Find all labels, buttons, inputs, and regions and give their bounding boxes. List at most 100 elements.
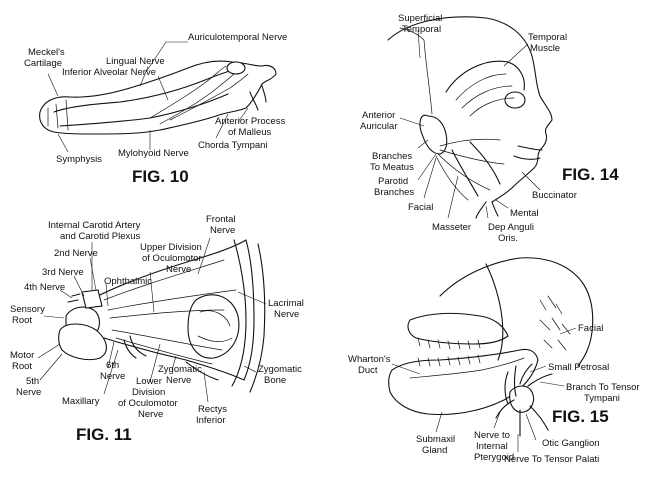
fig11-leader-maxillary [103, 349, 119, 395]
fig14-label-parotid-1: Parotid [378, 176, 408, 187]
fig11-label-zygomatic-bone-2: Bone [264, 375, 286, 386]
fig15-leader-small-petrosal [529, 365, 547, 373]
fig14-leader-parotid [417, 153, 437, 181]
fig14-superficial-temporal-nerve [399, 27, 433, 115]
fig10-leader-meckels [47, 73, 59, 97]
fig11-label-lower-oculomotor-2: Division [132, 387, 165, 398]
fig14-leader-buccinator [521, 171, 541, 191]
fig14-leader-dep-anguli [485, 205, 489, 219]
fig11-leader-zygomatic-bone [243, 365, 257, 373]
fig10-label-lingual: Lingual Nerve [106, 56, 165, 67]
fig10-label-anterior-process-1: Anterior Process [215, 116, 285, 127]
fig14-label-buccinator: Buccinator [532, 190, 577, 201]
fig10-label-anterior-process-2: of Malleus [228, 127, 272, 138]
fig11-lacrimal-nerve [107, 289, 237, 311]
fig14-label-superficial-1: Superficial [398, 13, 442, 24]
fig15-label-facial: Facial [578, 323, 603, 334]
fig11-label-maxillary: Maxillary [62, 396, 100, 407]
fig15-label-branch-tensor-1: Branch To Tensor [566, 382, 640, 393]
fig15-leader-whartons [391, 363, 421, 375]
fig15-otic-ganglion [509, 385, 535, 413]
fig11-label-rectus-1: Rectys [198, 404, 227, 415]
fig11-leader-2nd [89, 257, 97, 291]
fig14-label-anterior-auricular-2: Auricular [360, 121, 398, 132]
fig14-leader-masseter [447, 175, 459, 219]
fig15-pterygoid-process [504, 365, 517, 405]
fig11-caption: FIG. 11 [76, 425, 132, 444]
fig11-labels: Internal Carotid Artery and Carotid Plex… [10, 214, 304, 444]
fig11-label-6th-2: Nerve [100, 371, 125, 382]
fig11-label-zygomatic-bone-1: Zygomatic [258, 364, 302, 375]
fig15-drawing [388, 257, 594, 452]
fig14-leader-mental [495, 199, 509, 209]
fig14-temporal-muscle [445, 60, 525, 93]
fig11-leader-ophthalmic [105, 283, 109, 307]
fig10-lingual-nerve [149, 65, 227, 119]
fig11-label-5th-1: 5th [26, 376, 39, 387]
fig11-label-6th-1: 6th [106, 360, 119, 371]
fig15-label-nerve-pterygoid-1: Nerve to [474, 430, 510, 441]
fig10-caption: FIG. 10 [132, 167, 189, 186]
fig10-condyle [226, 61, 246, 75]
fig14-label-branches-meatus-2: To Meatus [370, 162, 414, 173]
fig15-label-tensor-palati: Nerve To Tensor Palati [504, 454, 599, 465]
fig11-leader-5th [39, 353, 63, 381]
fig15-teeth-upper [417, 337, 481, 350]
fig15-labels: Facial Wharton's Duct Small Petrosal Bra… [348, 323, 640, 465]
fig14-label-temporal-1: Temporal [528, 32, 567, 43]
fig11-label-upper-oculomotor-2: of Oculomotor [142, 253, 202, 264]
fig11-frontal-nerve [103, 259, 225, 301]
fig14-muscle-fibers [455, 73, 515, 117]
fig15-leader-facial [559, 327, 577, 335]
fig11-label-internal-carotid-2: and Carotid Plexus [60, 231, 141, 242]
fig14-label-parotid-2: Branches [374, 187, 414, 198]
fig11-zygomatic-nerve [115, 337, 213, 365]
fig10-label-meckels-1: Meckel's [28, 47, 65, 58]
fig14-label-dep-anguli-2: Oris. [498, 233, 518, 244]
fig11-label-zygomatic-nerve-1: Zygomatic [158, 364, 202, 375]
fig14-facial-nerve-branches [435, 138, 505, 201]
fig11-label-motor-2: Root [12, 361, 32, 372]
fig11-label-zygomatic-nerve-2: Nerve [166, 375, 191, 386]
fig15-leader-branch-tensor [539, 381, 565, 387]
fig10-label-chorda-tympani: Chorda Tympani [198, 140, 268, 151]
fig11-leader-lower-oculomotor [149, 343, 161, 383]
fig11-orbit-outline [89, 239, 255, 381]
fig15-mandible [388, 348, 539, 415]
fig11-trigeminal-mass [58, 323, 107, 361]
fig15-label-otic-ganglion: Otic Ganglion [542, 438, 600, 449]
fig10-meckels-cartilage [53, 67, 241, 113]
fig11-label-5th-2: Nerve [16, 387, 41, 398]
fig15-bone-texture [539, 295, 571, 351]
fig10-symphysis-detail [47, 99, 69, 131]
fig11-label-upper-oculomotor-1: Upper Division [140, 242, 202, 253]
fig11-label-3rd-nerve: 3rd Nerve [42, 267, 84, 278]
fig15-leader-nerve-pterygoid [493, 411, 501, 429]
fig11-leader-lacrimal [237, 291, 267, 305]
fig15-leader-submaxil [435, 411, 443, 433]
fig14-label-facial: Facial [408, 202, 433, 213]
fig11-label-lacrimal-1: Lacrimal [268, 298, 304, 309]
fig14-labels: Superficial Temporal Temporal Muscle Ant… [360, 13, 619, 244]
fig14-label-mental: Mental [510, 208, 539, 219]
fig15-ganglion-branches [495, 363, 553, 437]
fig15-label-submaxil-2: Gland [422, 445, 447, 456]
fig11-label-sensory-2: Root [12, 315, 32, 326]
fig10-leader-inferior-alveolar [157, 75, 169, 101]
fig15-label-nerve-pterygoid-2: Internal [476, 441, 508, 452]
fig11-leader-upper-oculomotor [149, 271, 155, 313]
fig11-nerve-stumps [67, 293, 147, 359]
fig10-mandible-outline [39, 60, 277, 135]
fig15-maxilla [407, 312, 509, 345]
fig15-label-submaxil-1: Submaxil [416, 434, 455, 445]
fig10-leader-chorda [215, 113, 229, 139]
fig11-leader-sensory [43, 315, 65, 319]
fig15-skull-crest [485, 263, 504, 361]
fig11-oculomotor-upper [109, 309, 225, 319]
fig14-caption: FIG. 14 [562, 165, 619, 184]
fig11-label-frontal-2: Nerve [210, 225, 235, 236]
fig14-label-superficial-2: Temporal [402, 24, 441, 35]
fig11-label-4th-nerve: 4th Nerve [24, 282, 65, 293]
